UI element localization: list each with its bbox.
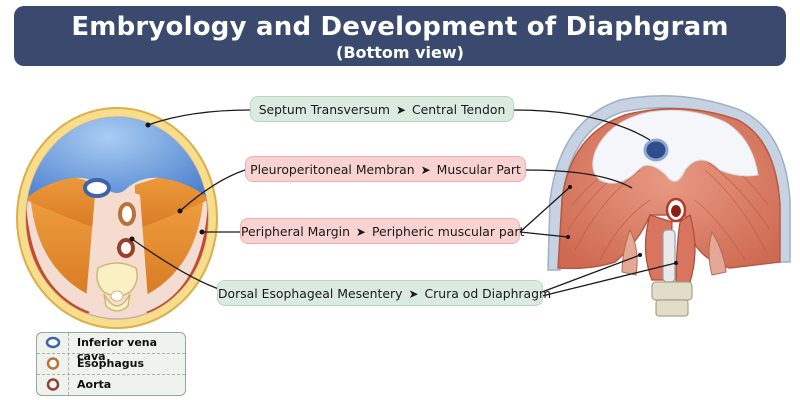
crus-right (675, 214, 696, 283)
legend-label: Esophagus (77, 357, 144, 370)
label-dorsal-from: Dorsal Esophageal Mesentery (218, 286, 403, 301)
legend-item-esophagus: Esophagus (37, 354, 185, 375)
arrow-icon: ➤ (408, 287, 419, 301)
leader-lines (131, 109, 677, 297)
label-dorsal-esophageal-mesentery: Dorsal Esophageal Mesentery ➤ Crura od Dia… (217, 280, 551, 306)
rib-frame (547, 95, 791, 271)
central-tendon (592, 109, 759, 184)
legend: Inferior vena cava Esophagus Aorta (36, 332, 186, 396)
legend-item-aorta: Aorta (37, 375, 185, 395)
label-pleuro-from: Pleuroperitoneal Membran (250, 162, 415, 177)
arrow-icon: ➤ (420, 163, 431, 177)
label-pleuro-to: Muscular Part (436, 162, 521, 177)
page-subtitle: (Bottom view) (336, 43, 464, 62)
ivc-ring (83, 178, 111, 198)
label-pleuroperitoneal-membran: Pleuroperitoneal Membran ➤ Muscular Part (245, 156, 526, 182)
legend-label: Aorta (77, 378, 112, 391)
esophagus-ring (118, 202, 136, 226)
diaphragm-bottom-view (547, 95, 791, 317)
label-dorsal-to: Crura od Diaphragm (424, 286, 552, 301)
legend-label: Inferior vena cava (77, 336, 158, 363)
esophagus-ring-icon (46, 357, 60, 370)
ivc-opening (643, 138, 669, 162)
label-peripheral-margin: Peripheral Margin ➤ Peripheric muscular pa… (240, 218, 524, 244)
ivc-ring-icon (45, 336, 61, 349)
title-banner: Embryology and Development of Diaphgram … (14, 6, 786, 66)
vertebra-shape (96, 262, 138, 312)
label-septum-transversum: Septum Transversum ➤ Central Tendon (250, 96, 514, 122)
arrow-icon: ➤ (355, 225, 366, 239)
arrow-icon: ➤ (395, 103, 406, 117)
label-septum-to: Central Tendon (412, 102, 506, 117)
aorta-ring-icon (46, 378, 60, 391)
label-septum-from: Septum Transversum (258, 102, 390, 117)
aorta-passage (662, 229, 676, 283)
legend-item-ivc: Inferior vena cava (37, 333, 185, 363)
label-peripheral-from: Peripheral Margin (241, 224, 350, 239)
embryo-cross-section (16, 107, 218, 329)
vertebra-body (651, 281, 693, 301)
aorta-ring (117, 238, 135, 258)
label-peripheral-to: Peripheric muscular part (371, 224, 525, 239)
page-title: Embryology and Development of Diaphgram (71, 12, 729, 42)
